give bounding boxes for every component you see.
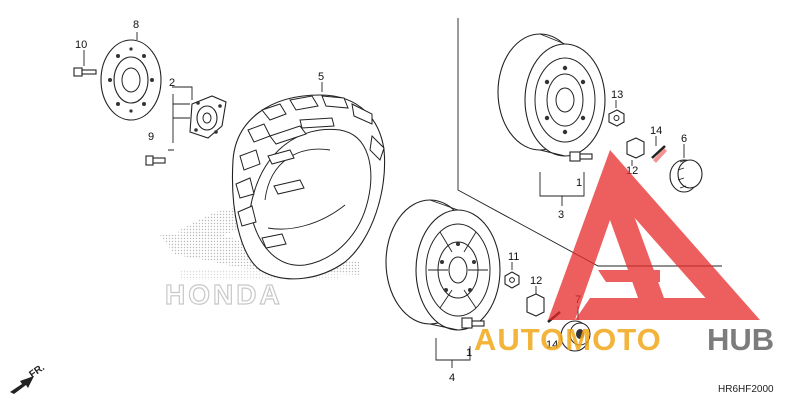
callout-14-front: 14 [546, 339, 558, 351]
callout-12-front: 12 [530, 275, 542, 287]
disc-bolt [73, 67, 97, 77]
callout-10: 10 [75, 39, 87, 51]
center-cap-7 [560, 320, 591, 352]
wheel-stud-front [461, 317, 485, 329]
leader-3 [539, 172, 585, 206]
nut-13 [608, 109, 625, 127]
arrow-icon [10, 376, 34, 394]
honda-text: HONDA [165, 279, 283, 310]
callout-1-front: 1 [466, 347, 472, 359]
automotohub-wordmark: AUTOMOTO HUB [474, 322, 774, 357]
front-direction-arrow: FR. [10, 362, 47, 394]
leader-4 [435, 338, 471, 368]
brake-disc [100, 39, 162, 121]
wheel-stud-rear [569, 151, 593, 162]
callout-6: 6 [681, 133, 687, 145]
automotohub-logo [548, 150, 760, 320]
wheel-hub [189, 95, 227, 139]
hub-bolt [145, 155, 166, 166]
rear-wheel [497, 33, 606, 157]
callout-1-rear: 1 [576, 177, 582, 189]
callout-5: 5 [318, 71, 324, 83]
callout-11: 11 [508, 251, 519, 263]
callout-3: 3 [558, 209, 564, 221]
callout-8: 8 [133, 19, 139, 31]
center-cap-6 [669, 159, 703, 193]
nut-11 [504, 271, 520, 289]
callout-2: 2 [169, 77, 175, 89]
cap-nut-12-front [526, 293, 545, 317]
leader-2 [168, 94, 190, 151]
callout-9: 9 [148, 131, 154, 143]
front-wheel [385, 199, 501, 331]
callout-13: 13 [611, 89, 623, 101]
leader-2-top [172, 86, 193, 100]
callout-14-rear: 14 [650, 125, 662, 137]
tire [231, 94, 386, 280]
diagram-code: HR6HF2000 [718, 384, 774, 395]
section-divider [457, 18, 722, 267]
brand-left-text: AUTOMOTO [474, 322, 662, 357]
callout-4: 4 [449, 372, 455, 384]
cap-nut-12-rear [626, 137, 645, 159]
valve-stem-rear [651, 145, 667, 163]
brand-right-text: HUB [707, 322, 774, 357]
